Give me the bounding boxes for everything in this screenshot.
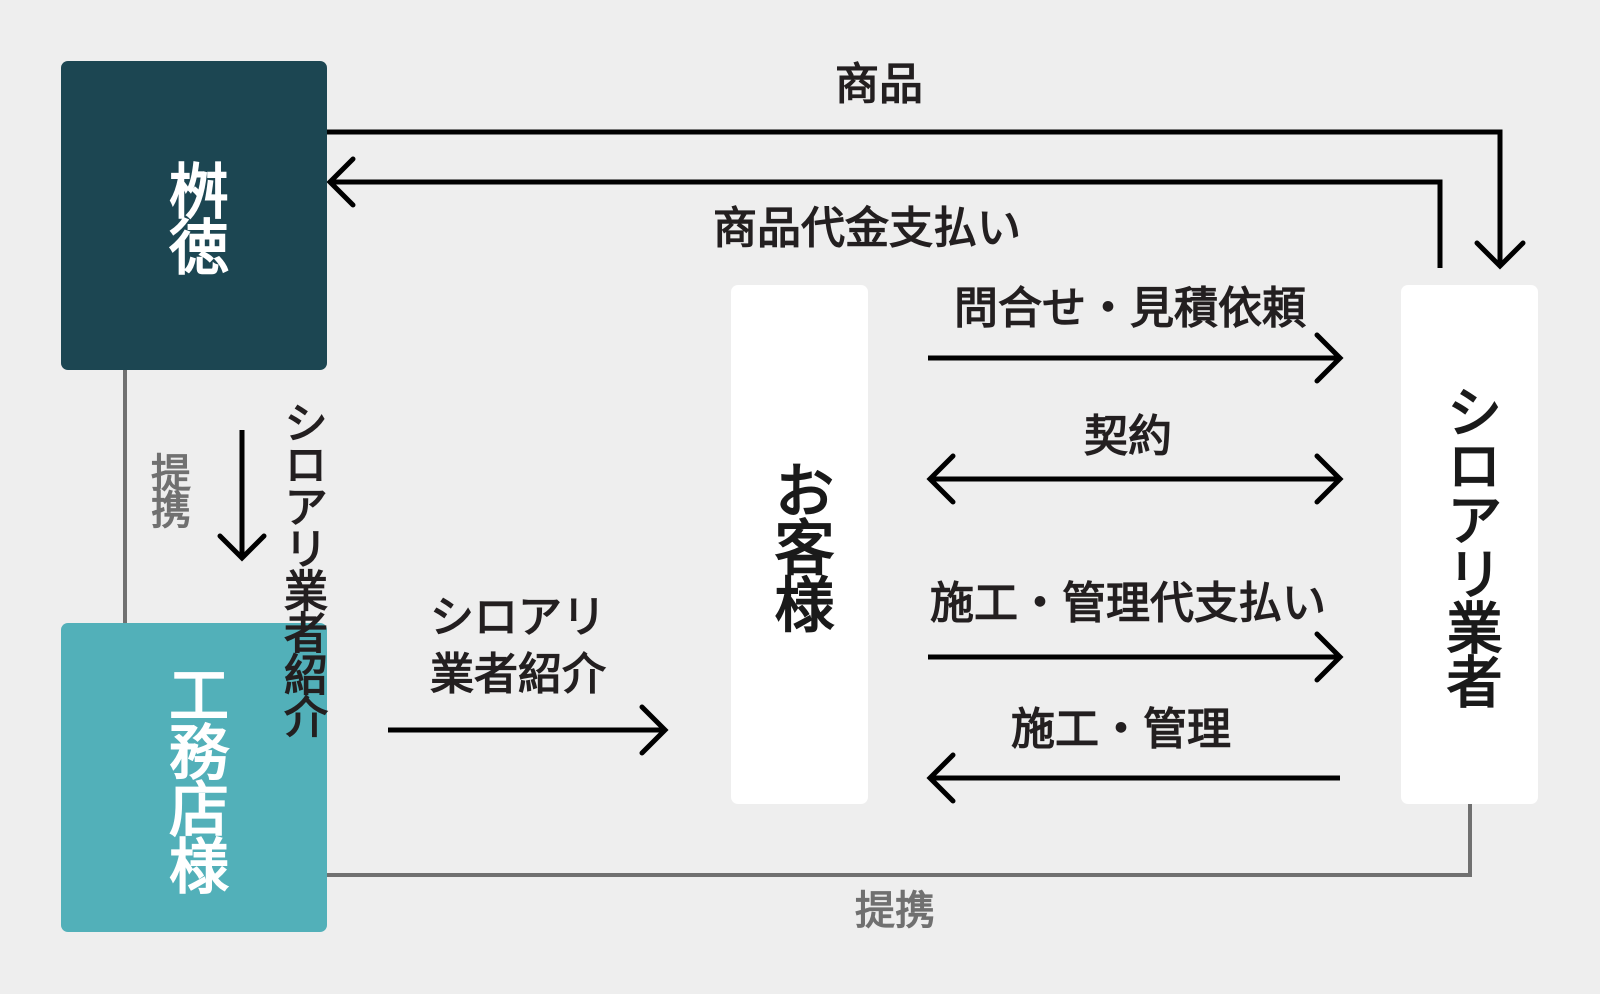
label-vendor-referral-vertical: シロアリ業者紹介 <box>276 400 327 736</box>
label-inquiry-estimate: 問合せ・見積依頼 <box>954 283 1306 334</box>
arrow-product <box>327 129 1526 270</box>
label-construction-payment: 施工・管理代支払い <box>930 578 1326 629</box>
masutoku-box: 桝徳 <box>61 61 327 370</box>
arrow-construction-payment <box>928 631 1344 683</box>
vendor-box: シロアリ業者 <box>1401 285 1538 804</box>
label-partnership-left: 提携 <box>144 452 190 526</box>
label-vendor-referral-line1: シロアリ <box>430 592 606 643</box>
koumuten-label: 工務店様 <box>158 663 229 892</box>
label-contract: 契約 <box>1084 411 1172 462</box>
arrow-referral-to-customer <box>388 704 669 756</box>
vendor-label: シロアリ業者 <box>1437 382 1502 707</box>
masutoku-label: 桝徳 <box>158 159 229 272</box>
label-product: 商品 <box>835 59 923 110</box>
label-vendor-referral: シロアリ 業者紹介 <box>430 589 606 703</box>
arrow-product-payment <box>326 156 1443 268</box>
partnership-line-bottom <box>327 804 1472 877</box>
label-partnership-bottom: 提携 <box>855 888 935 934</box>
arrow-contract <box>926 453 1344 505</box>
arrow-construction <box>926 752 1340 804</box>
customer-box: お客様 <box>731 285 868 804</box>
arrow-referral-down <box>217 430 267 562</box>
label-construction-management: 施工・管理 <box>1011 704 1231 755</box>
customer-label: お客様 <box>764 459 834 630</box>
arrow-inquiry <box>928 332 1344 384</box>
label-vendor-referral-line2: 業者紹介 <box>430 649 606 700</box>
label-product-payment: 商品代金支払い <box>713 203 1021 254</box>
koumuten-box: 工務店様 <box>61 623 327 932</box>
